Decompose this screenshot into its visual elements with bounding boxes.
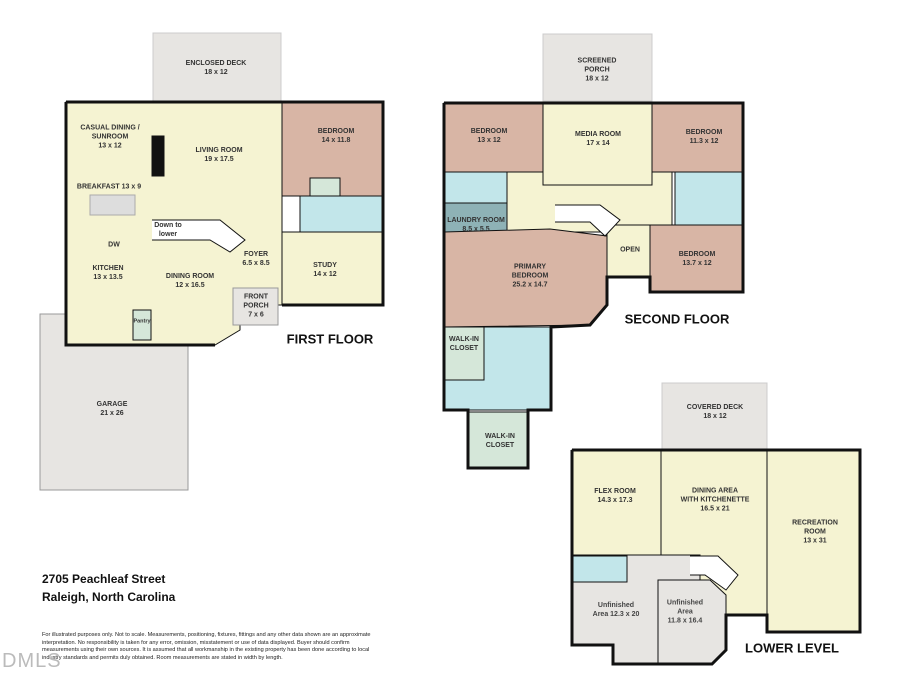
bath-2	[443, 171, 508, 204]
bath-3	[674, 171, 744, 226]
covered-deck	[661, 382, 768, 451]
address-street: 2705 Peachleaf Street	[42, 572, 166, 586]
study	[281, 231, 384, 306]
staircase-3	[690, 555, 739, 591]
pantry	[132, 309, 152, 341]
disclaimer-text: For illustrated purposes only. Not to sc…	[42, 632, 371, 661]
flex-room	[571, 449, 662, 556]
recreation-room	[766, 449, 861, 633]
address-city: Raleigh, North Carolina	[42, 590, 176, 604]
second-floor-title: SECOND FLOOR	[624, 311, 730, 327]
dishwasher-label: DW	[108, 241, 120, 249]
lower-level-title: LOWER LEVEL	[745, 640, 839, 656]
bedroom-3	[651, 102, 744, 173]
media-room	[542, 102, 653, 186]
first-floor-title: FIRST FLOOR	[286, 331, 374, 347]
room-label-breakfast: BREAKFAST 13 x 9	[76, 183, 142, 191]
bath-1	[299, 195, 384, 233]
closet-1	[309, 177, 341, 197]
screened-porch	[542, 33, 653, 102]
room-label-open: OPEN	[620, 246, 640, 254]
second-floor-plan	[442, 33, 745, 470]
lower-level-plan	[570, 382, 862, 666]
enclosed-deck	[152, 32, 282, 103]
dmls-watermark: DMLS	[2, 650, 62, 672]
open-area	[606, 224, 651, 278]
laundry-room	[443, 202, 508, 233]
staircase-2	[555, 204, 621, 237]
room-label-pantry: Pantry	[133, 318, 151, 325]
kitchen-island	[89, 194, 136, 216]
bedroom-2	[443, 102, 544, 173]
fireplace	[151, 135, 165, 177]
front-porch	[232, 287, 279, 326]
walk-in-closet-1	[443, 326, 485, 381]
lower-bath	[571, 555, 628, 583]
bedroom-4	[649, 224, 744, 293]
